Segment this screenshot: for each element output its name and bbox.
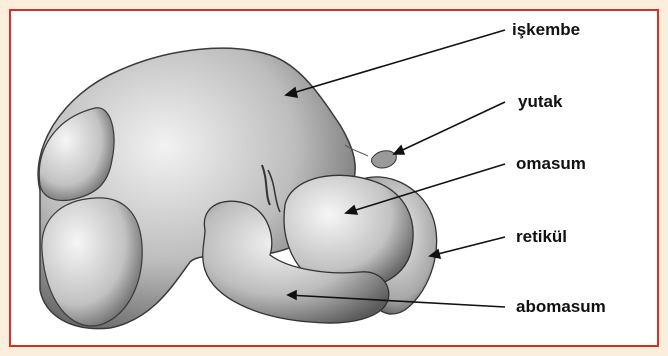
leader-line-yutak xyxy=(394,102,505,154)
esophagus-shape xyxy=(372,151,397,168)
label-yutak: yutak xyxy=(518,92,562,112)
label-retikul: retikül xyxy=(516,227,567,247)
leader-line-retikul xyxy=(430,237,505,256)
arrowhead xyxy=(394,146,404,154)
label-abomasum: abomasum xyxy=(516,297,606,317)
label-omasum: omasum xyxy=(516,154,586,174)
leader-line-iskembe xyxy=(286,30,505,95)
label-iskembe: işkembe xyxy=(512,20,580,40)
